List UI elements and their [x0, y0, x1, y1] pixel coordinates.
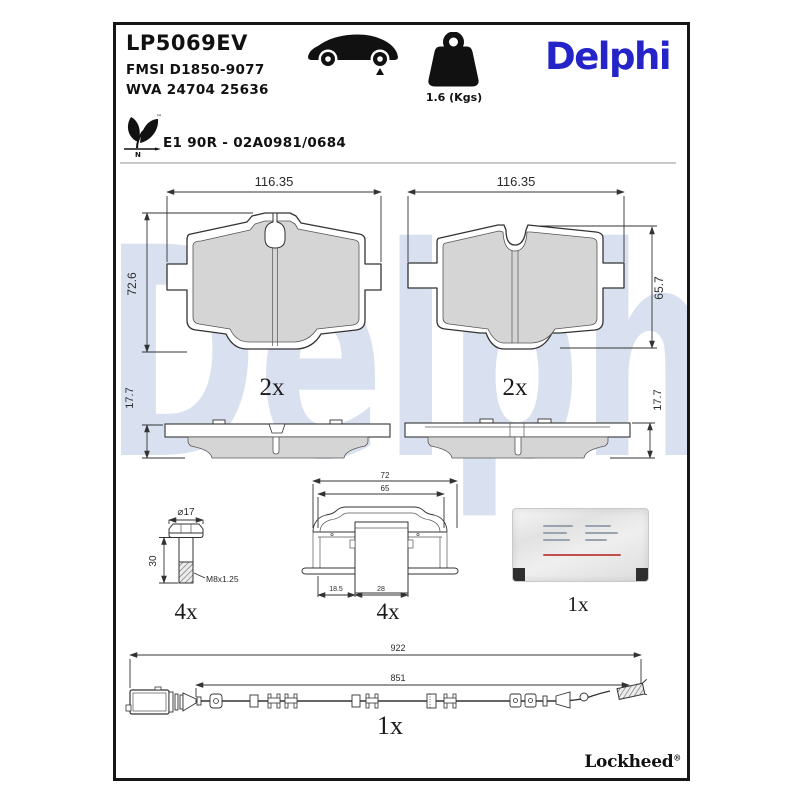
leaf-trademark: ™ — [156, 114, 162, 121]
pad-left-height-dim: 72.6 — [125, 272, 139, 296]
rear-axle-arrow-icon — [376, 68, 384, 75]
pad-front-right-drawing: 116.35 65.7 — [407, 174, 665, 350]
pad-side-right-drawing: 17.7 — [404, 389, 664, 459]
retainer-clip-drawing: 72 65 18.5 28 — [301, 471, 459, 598]
eco-letter: N — [135, 151, 141, 158]
pad-side-left-drawing: 17.7 — [125, 387, 391, 459]
eco-leaf-icon: ™ N — [124, 114, 162, 158]
part-number: LP5069EV — [126, 31, 248, 55]
clip-quantity: 4x — [376, 599, 400, 624]
bolt-length-dim: 30 — [148, 555, 159, 567]
pad-side-left-thickness-dim: 17.7 — [125, 387, 136, 408]
grease-sachet — [512, 508, 649, 582]
fmsi-code: FMSI D1850-9077 — [126, 62, 265, 78]
clip-center-dim: 28 — [377, 586, 385, 593]
cable-clip — [267, 693, 281, 709]
clip-width-dim: 72 — [381, 471, 390, 480]
weight-label: 1.6 (Kgs) — [425, 91, 483, 104]
sachet-corner-mark — [636, 568, 648, 581]
weight-icon — [428, 32, 479, 87]
header-divider — [120, 162, 676, 164]
pad-left-quantity: 2x — [259, 374, 285, 401]
pad-front-left-drawing: 116.35 72.6 — [125, 174, 382, 353]
cable-clip — [443, 693, 457, 709]
wva-code: WVA 24704 25636 — [126, 82, 269, 98]
wear-sensor-drawing: 922 851 — [125, 643, 647, 715]
cable-clip — [365, 693, 379, 709]
clip-inner-width-dim: 65 — [381, 484, 390, 493]
pad-left-width-dim: 116.35 — [255, 174, 294, 189]
sensor-tip — [616, 678, 647, 700]
pad-side-right-thickness-dim: 17.7 — [652, 389, 664, 410]
bolt-thread-label: M8x1.25 — [206, 574, 239, 584]
sachet-corner-mark — [513, 568, 525, 581]
sensor-quantity: 1x — [377, 711, 403, 740]
bolt-quantity: 4x — [174, 599, 198, 624]
delphi-logo: Delphi — [545, 35, 672, 78]
bolt-diameter-dim: ⌀17 — [177, 507, 195, 518]
sensor-lead-length-dim: 851 — [390, 673, 405, 683]
registered-mark: ® — [673, 752, 681, 763]
pad-right-width-dim: 116.35 — [497, 174, 536, 189]
approval-number: E1 90R - 02A0981/0684 — [163, 135, 347, 151]
datasheet-page: Delphi LP5069EV FMSI D1850-9077 WVA 2470… — [113, 22, 690, 781]
pad-right-quantity: 2x — [502, 374, 528, 401]
lockheed-logo: Lockheed® — [584, 752, 681, 772]
lockheed-wordmark: Lockheed — [584, 752, 674, 772]
sensor-overall-length-dim: 922 — [390, 643, 405, 653]
car-axle-icon — [308, 34, 398, 75]
cable-clip — [284, 693, 298, 709]
pad-right-height-dim: 65.7 — [652, 276, 665, 300]
clip-offset-dim: 18.5 — [329, 586, 343, 593]
bolt-drawing: ⌀17 30 M8x1.25 — [148, 507, 239, 584]
grease-quantity: 1x — [567, 592, 589, 616]
